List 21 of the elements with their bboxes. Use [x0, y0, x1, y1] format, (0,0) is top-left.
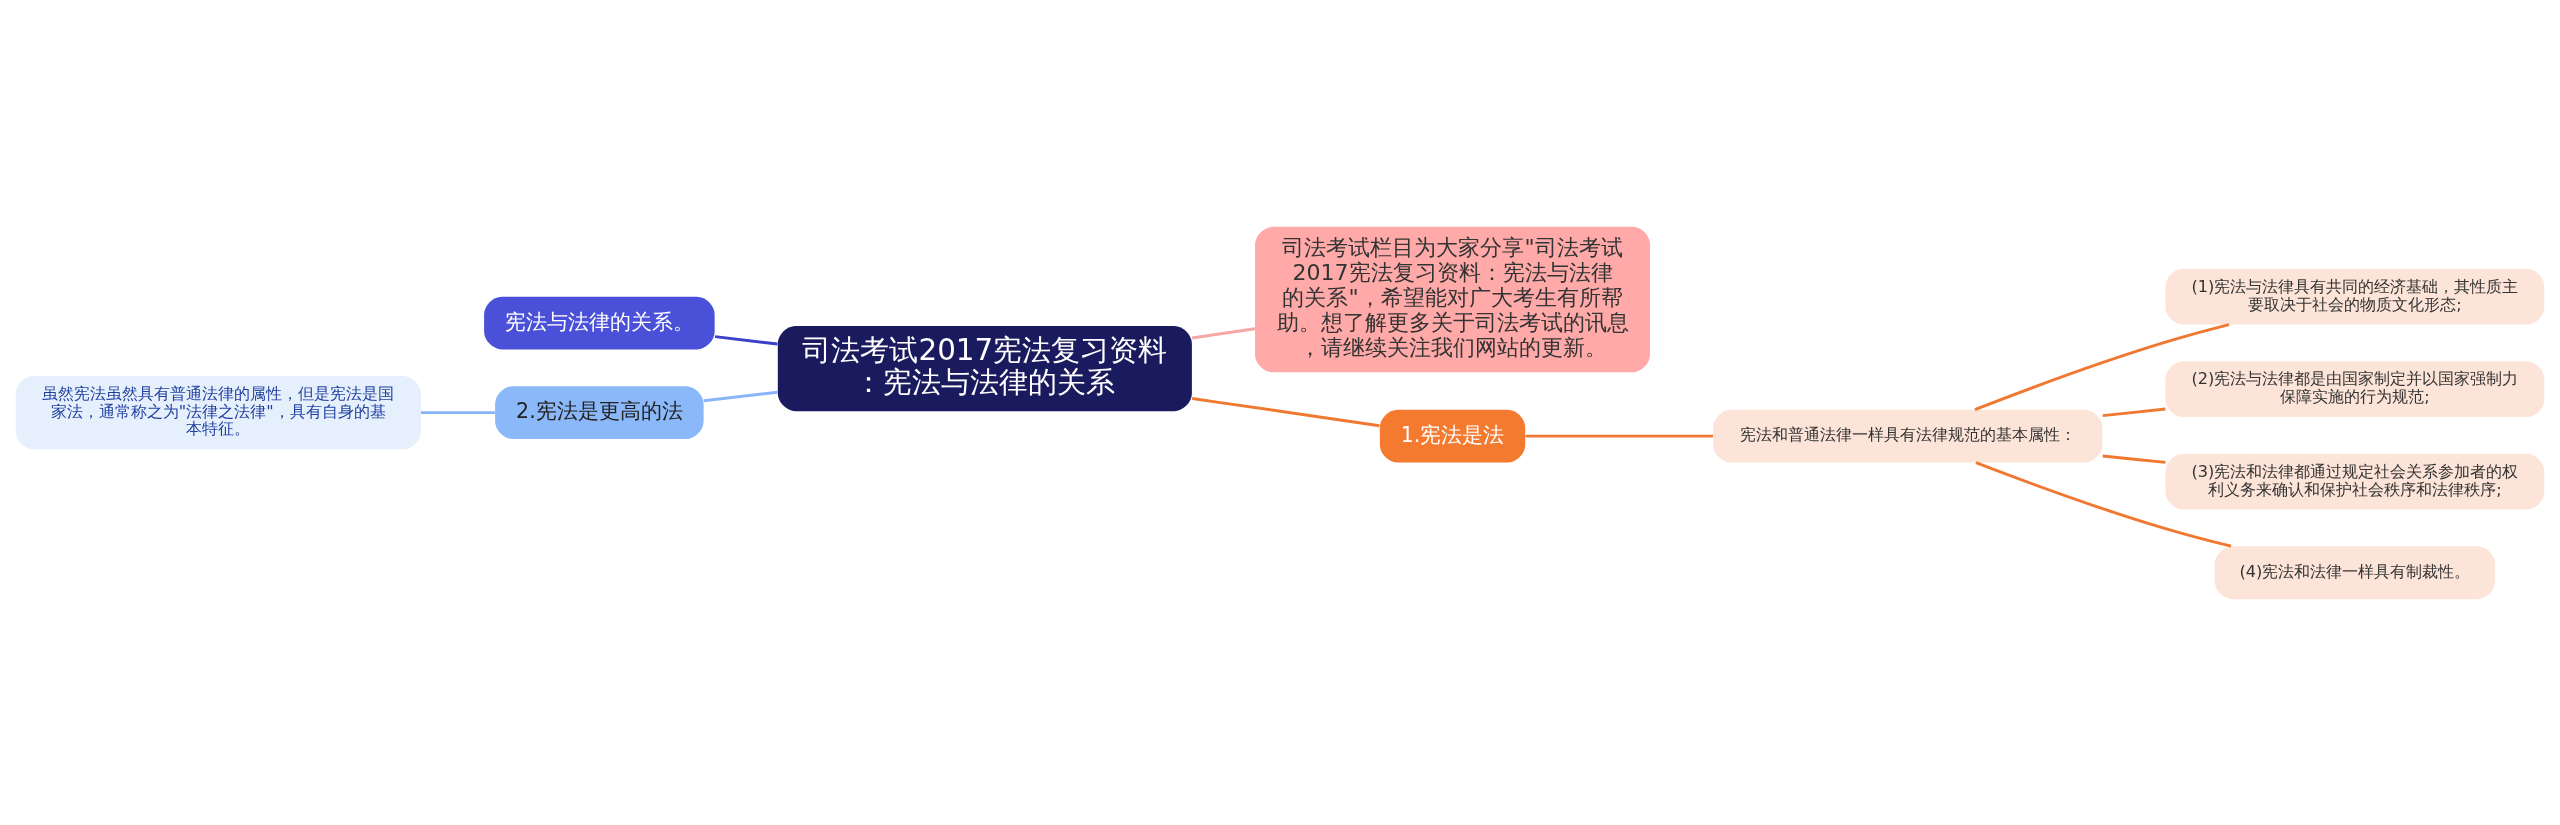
node-box: (4)宪法和法律一样具有制裁性。 — [2214, 545, 2496, 599]
node-box: 虽然宪法虽然具有普通法律的属性，但是宪法是国家法，通常称之为"法律之法律"，具有自身的基本特征。 — [15, 375, 421, 449]
connector — [421, 410, 495, 414]
connector — [1974, 322, 2230, 411]
connector — [1975, 460, 2232, 548]
connector — [1192, 396, 1380, 427]
node-box: (3)宪法和法律都通过规定社会关系参加者的权利义务来确认和保护社会秩序和法律秩序; — [2165, 453, 2545, 510]
connector — [1525, 434, 1713, 438]
connector — [1191, 326, 1256, 339]
node-box: 宪法和普通法律一样具有法律规范的基本属性： — [1713, 409, 2103, 463]
connector — [2102, 454, 2166, 464]
node-box: 司法考试2017宪法复习资料：宪法与法律的关系 — [777, 325, 1192, 411]
node-box: 司法考试栏目为大家分享"司法考试2017宪法复习资料：宪法与法律的关系"，希望能对广大考生有所帮助。想了解更多关于司法考试的讯息，请继续关注我们网站的更新。 — [1255, 226, 1651, 372]
node-box: 2.宪法是更高的法 — [495, 385, 704, 439]
node-box: 宪法与法律的关系。 — [484, 296, 715, 349]
node-box: 1.宪法是法 — [1379, 409, 1526, 463]
connector — [2102, 407, 2166, 417]
node-box: (1)宪法与法律具有共同的经济基础，其性质主要取决于社会的物质文化形态; — [2165, 268, 2545, 325]
connector — [714, 334, 778, 346]
connector — [703, 390, 778, 402]
node-box: (2)宪法与法律都是由国家制定并以国家强制力保障实施的行为规范; — [2165, 360, 2545, 417]
